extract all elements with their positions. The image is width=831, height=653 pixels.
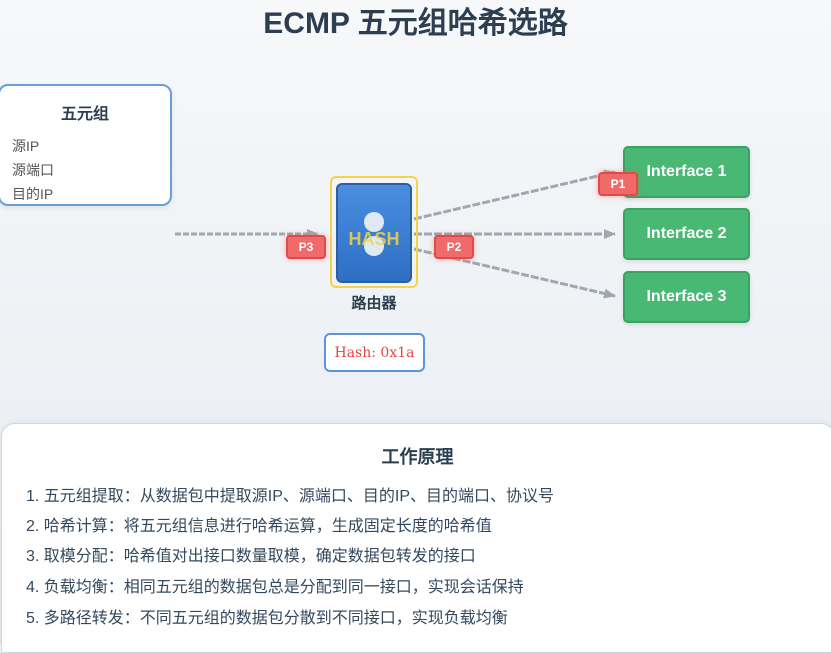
packet-p2: P2 xyxy=(434,235,474,259)
packet-p1: P1 xyxy=(598,172,638,196)
tuple-item-source-ip: 源IP xyxy=(12,138,40,154)
router-icon xyxy=(336,183,412,283)
principle-step: 2. 哈希计算：将五元组信息进行哈希运算，生成固定长度的哈希值 xyxy=(26,518,492,535)
principle-panel: 工作原理 1. 五元组提取：从数据包中提取源IP、源端口、目的IP、目的端口、协… xyxy=(1,423,831,653)
five-tuple-box: 五元组 源IP 源端口 目的IP xyxy=(0,84,172,206)
principle-title: 工作原理 xyxy=(381,447,454,467)
tuple-item-source-port: 源端口 xyxy=(12,162,54,178)
principle-step: 1. 五元组提取：从数据包中提取源IP、源端口、目的IP、目的端口、协议号 xyxy=(26,488,555,505)
page-title: ECMP 五元组哈希选路 xyxy=(263,7,568,40)
hash-value-box: Hash: 0x1a xyxy=(324,333,425,372)
arrow-to-interface-1 xyxy=(413,169,616,221)
router-light-icon xyxy=(364,236,384,256)
hash-label: HASH xyxy=(348,229,400,249)
interface-3-node: Interface 3 xyxy=(623,271,750,323)
hash-value: Hash: 0x1a xyxy=(334,345,415,361)
router-light-icon xyxy=(364,212,384,232)
principle-step: 3. 取模分配：哈希值对出接口数量取模，确定数据包转发的接口 xyxy=(26,548,476,565)
router-label: 路由器 xyxy=(351,295,397,312)
principle-step: 5. 多路径转发：不同五元组的数据包分散到不同接口，实现负载均衡 xyxy=(26,610,508,627)
principle-step: 4. 负载均衡：相同五元组的数据包总是分配到同一接口，实现会话保持 xyxy=(26,579,524,596)
packet-p3: P3 xyxy=(286,235,326,259)
interface-1-node: Interface 1 xyxy=(623,146,750,198)
five-tuple-title: 五元组 xyxy=(60,106,109,123)
tuple-item-dest-ip: 目的IP xyxy=(12,186,54,202)
router-highlight-frame xyxy=(330,176,418,288)
interface-2-node: Interface 2 xyxy=(623,208,750,260)
